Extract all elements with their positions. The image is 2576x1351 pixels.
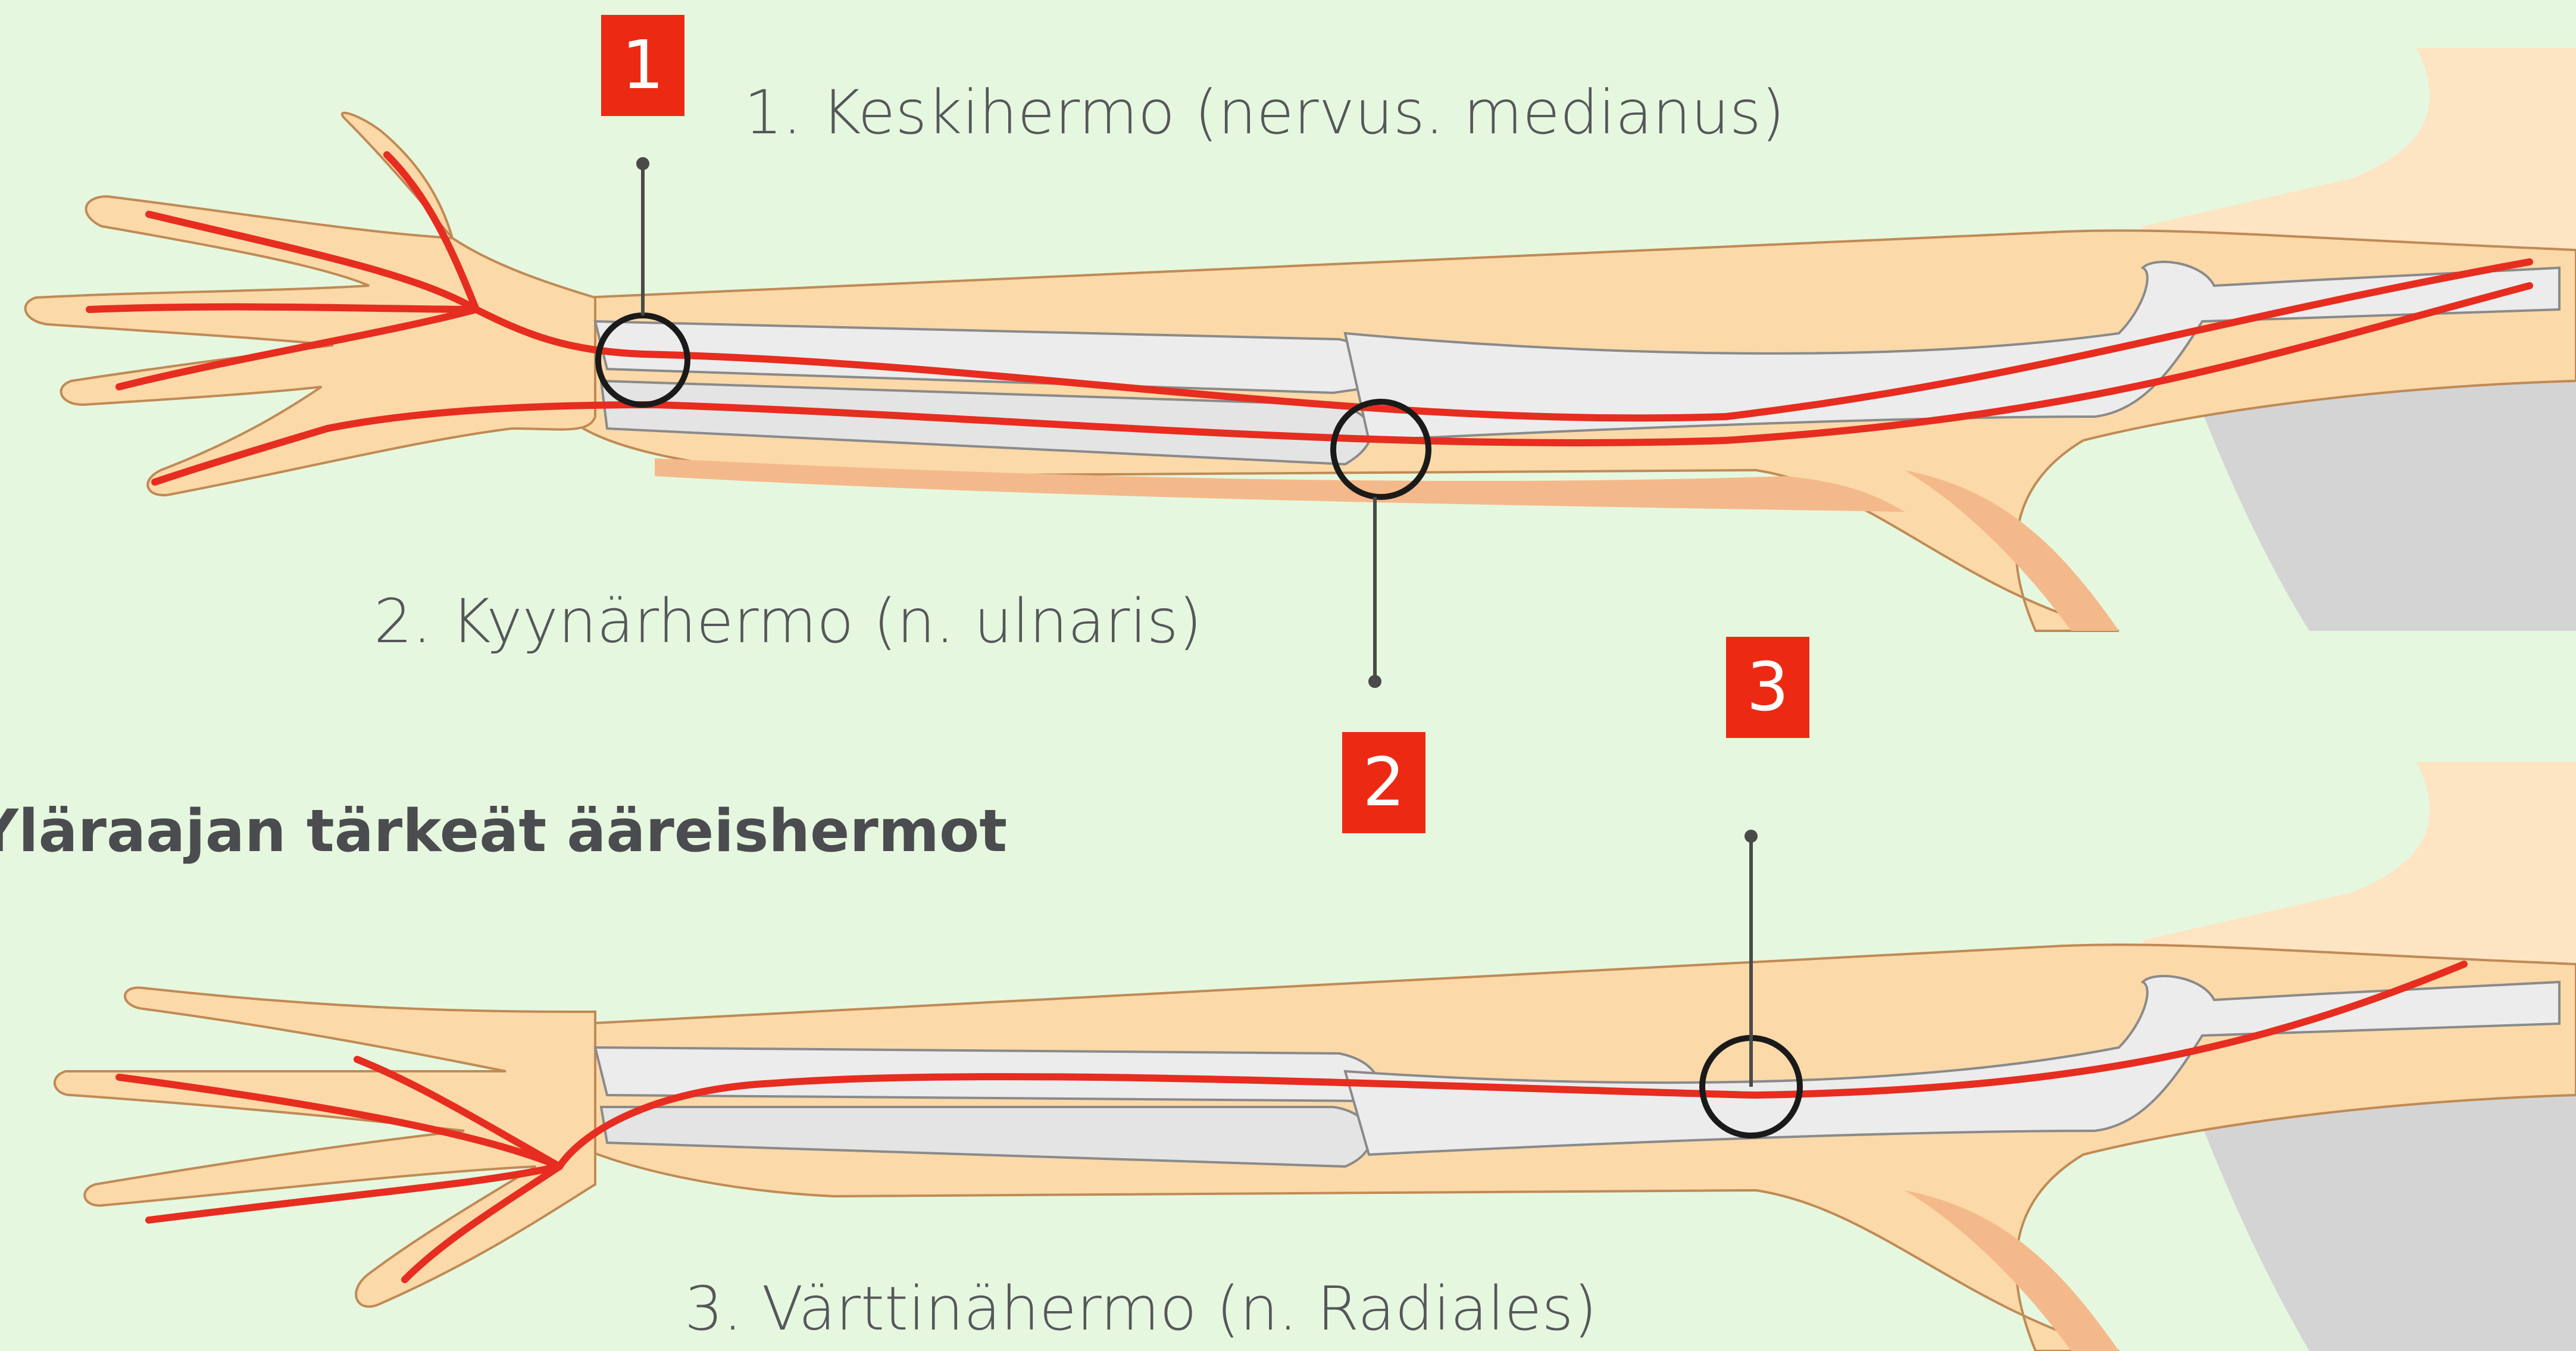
badge-3: 3 [1726, 637, 1809, 738]
badge-2: 2 [1342, 732, 1425, 833]
median-nerve-label: 1. Keskihermo (nervus. medianus) [744, 77, 1785, 148]
leader-dot-3 [1745, 830, 1758, 843]
radial-nerve-label: 3. Värttinähermo (n. Radiales) [684, 1274, 1597, 1344]
ulnar-nerve-label: 2. Kyynärhermo (n. ulnaris) [374, 586, 1202, 657]
leader-dot-2 [1368, 675, 1381, 688]
leader-dot-1 [636, 157, 649, 170]
badge-1: 1 [601, 15, 684, 116]
diagram-title: Yläraajan tärkeät ääreishermot [0, 798, 1007, 865]
